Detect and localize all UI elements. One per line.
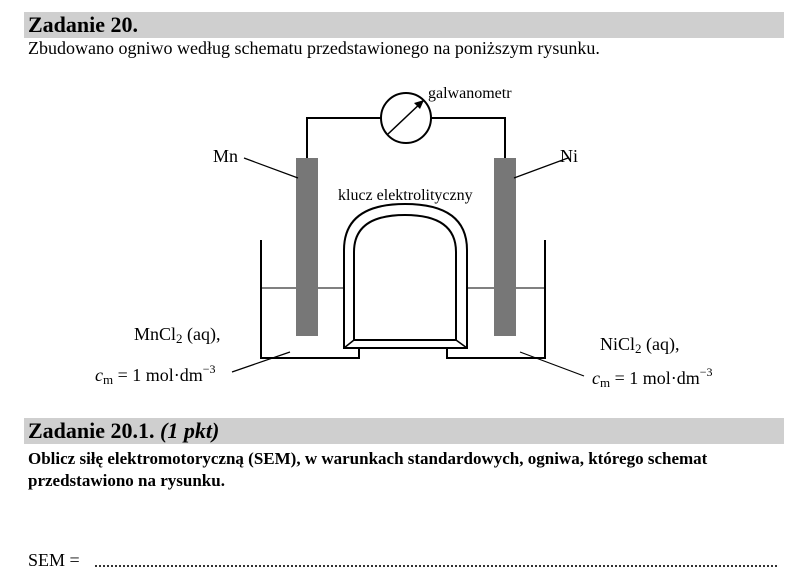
subtask-text: Oblicz siłę elektromotoryczną (SEM), w w… (28, 449, 708, 490)
subtask-points: (1 pkt) (160, 418, 220, 443)
mn-label: Mn (213, 146, 238, 166)
subtask-header-bar (24, 418, 784, 444)
task-header: Zadanie 20. (28, 12, 139, 37)
galvanometer (380, 92, 432, 144)
left-solution-concentration: cm = 1 mol·dm−3 (95, 362, 216, 387)
right-solution-concentration: cm = 1 mol·dm−3 (592, 365, 713, 390)
ni-label: Ni (560, 146, 578, 166)
ni-electrode (494, 158, 516, 336)
left-solution-formula: MnCl2 (aq), (134, 324, 221, 346)
circuit-wires (306, 117, 506, 158)
mn-electrode (296, 158, 318, 336)
task-intro: Zbudowano ogniwo według schematu przedst… (28, 38, 600, 58)
subtask-number: Zadanie 20.1. (28, 418, 155, 443)
subtask-header: Zadanie 20.1. (1 pkt) (28, 418, 219, 444)
task-header-bar (24, 12, 784, 38)
galvanic-cell-diagram: galwanometr klucz elektrolityczny Mn Ni … (95, 85, 713, 390)
right-solution-formula: NiCl2 (aq), (600, 334, 680, 356)
salt-bridge (343, 202, 468, 349)
galvanometer-label: galwanometr (428, 85, 512, 102)
salt-bridge-label: klucz elektrolityczny (338, 187, 473, 204)
answer-line[interactable] (95, 565, 777, 567)
answer-label: SEM = (28, 550, 80, 570)
